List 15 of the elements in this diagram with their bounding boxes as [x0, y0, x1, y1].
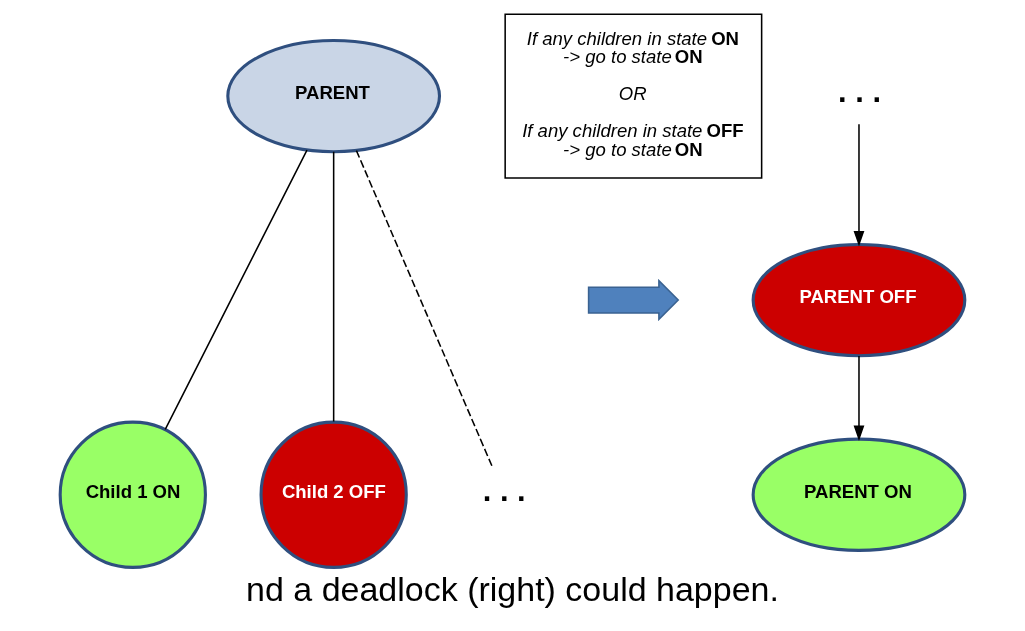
node-circle: Child 2 OFF — [259, 420, 408, 569]
node-box: If any children in state ON -> go to state ON OR If any children in state OFF -> go to state ON — [504, 13, 763, 179]
caption: nd a deadlock (right) could happen. — [246, 569, 779, 608]
arrow — [853, 123, 865, 247]
connector — [355, 149, 493, 468]
node-text: . . . — [838, 74, 882, 110]
arrow — [853, 355, 865, 441]
connector — [332, 151, 335, 423]
node-text: . . . — [482, 472, 526, 508]
node-ellipse: PARENT ON — [751, 437, 967, 552]
connector — [164, 149, 308, 431]
node-arrow — [587, 278, 680, 322]
node-circle: Child 1 ON — [58, 420, 207, 569]
node-ellipse: PARENT OFF — [751, 242, 967, 358]
node-ellipse: PARENT — [226, 38, 442, 154]
